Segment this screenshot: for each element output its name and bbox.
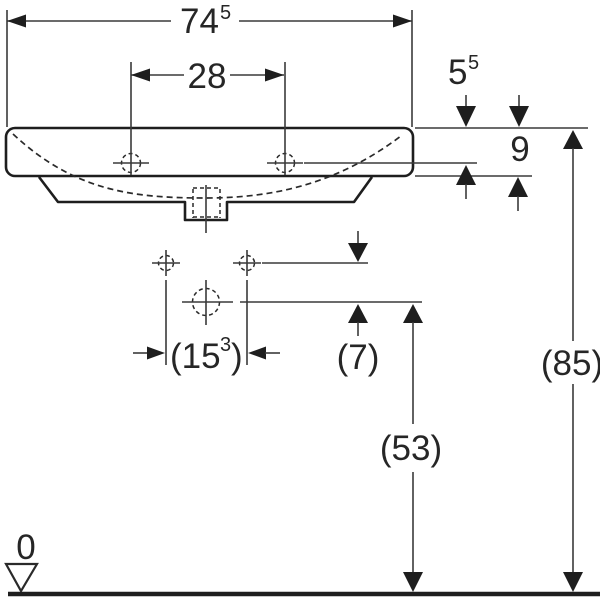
dim-label-rim-depth: 9 <box>510 130 529 169</box>
arrowhead-right-icon <box>147 346 165 360</box>
dim-label-tap-spacing: 28 <box>188 57 227 96</box>
arrowhead-down-icon <box>403 572 423 592</box>
arrowhead-up-icon <box>563 130 583 149</box>
datum-zero-label: 0 <box>16 528 35 567</box>
dim-label-rim-height: (85) <box>541 344 600 383</box>
arrowhead-down-icon <box>509 106 529 127</box>
dim-label-fixing-spacing-sup: 3 <box>220 334 231 356</box>
arrowhead-right-icon <box>393 14 412 28</box>
dim-label-tap-offset-sup: 5 <box>468 52 479 74</box>
arrowhead-left-icon <box>131 68 150 82</box>
arrowhead-down-icon <box>348 243 368 262</box>
dim-label-fixing-spacing-close: ) <box>231 337 243 376</box>
dim-label-overall-width: 74 <box>180 2 219 41</box>
dim-label-fixing-to-outlet: (7) <box>337 338 380 377</box>
dim-label-tap-offset: 5 <box>448 53 467 92</box>
arrowhead-up-icon <box>348 304 368 323</box>
arrowhead-down-icon <box>456 106 476 127</box>
dim-label-fixing-spacing-open: (15 <box>170 337 221 376</box>
basin-inner-bowl-dashed-curve <box>12 133 402 199</box>
arrowhead-right-icon <box>265 68 284 82</box>
arrowhead-up-icon <box>508 177 528 197</box>
datum-triangle-icon <box>4 562 39 594</box>
arrowhead-down-icon <box>563 572 583 592</box>
dim-label-overall-width-sup: 5 <box>220 2 231 24</box>
arrowhead-up-icon <box>456 165 476 185</box>
arrowhead-up-icon <box>403 304 423 323</box>
dim-label-outlet-height: (53) <box>380 429 442 468</box>
basin-rim-outline <box>4 126 415 178</box>
arrowhead-left-icon <box>248 346 266 360</box>
arrowhead-left-icon <box>7 14 26 28</box>
